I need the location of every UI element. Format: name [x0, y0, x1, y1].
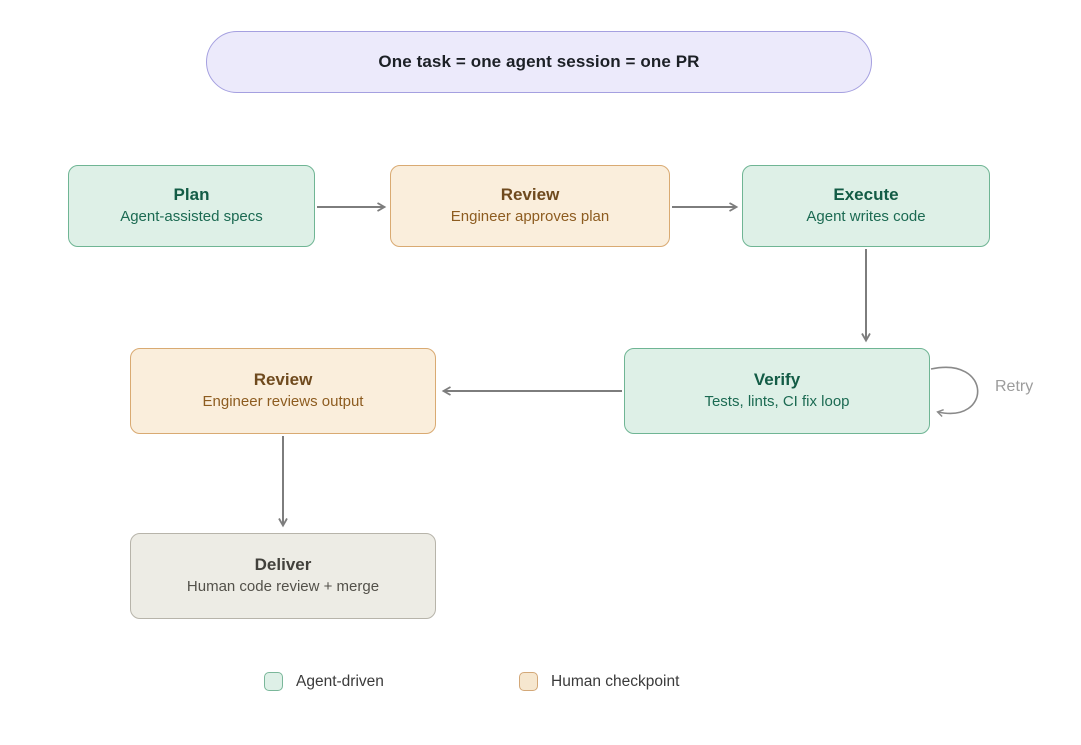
node-title: Review: [500, 185, 560, 205]
flow-node-execute: Execute Agent writes code: [742, 165, 990, 247]
banner-text: One task = one agent session = one PR: [378, 52, 700, 71]
legend-item-agent-driven: Agent-driven: [264, 672, 384, 691]
node-subtitle: Engineer reviews output: [202, 393, 364, 411]
flow-node-review-output: Review Engineer reviews output: [130, 348, 436, 434]
flow-node-deliver: Deliver Human code review + merge: [130, 533, 436, 619]
node-subtitle: Engineer approves plan: [450, 208, 610, 226]
legend-label: Human checkpoint: [551, 672, 680, 690]
node-title: Deliver: [254, 555, 312, 575]
legend-label: Agent-driven: [296, 672, 384, 690]
human-checkpoint-swatch-icon: [519, 672, 538, 691]
flow-node-plan: Plan Agent-assisted specs: [68, 165, 315, 247]
node-title: Execute: [833, 185, 899, 205]
flow-node-verify: Verify Tests, lints, CI fix loop: [624, 348, 930, 434]
node-subtitle: Agent writes code: [806, 208, 926, 226]
legend-item-human-checkpoint: Human checkpoint: [519, 672, 679, 691]
flow-node-review-plan: Review Engineer approves plan: [390, 165, 670, 247]
retry-loop-arrow: [930, 366, 979, 413]
retry-label: Retry: [995, 378, 1033, 395]
node-subtitle: Tests, lints, CI fix loop: [704, 393, 850, 411]
banner-one-task-one-pr: One task = one agent session = one PR: [206, 31, 872, 93]
node-title: Review: [253, 370, 313, 390]
node-title: Verify: [753, 370, 801, 390]
node-subtitle: Agent-assisted specs: [120, 208, 263, 226]
agent-driven-swatch-icon: [264, 672, 283, 691]
node-title: Plan: [173, 185, 210, 205]
node-subtitle: Human code review + merge: [186, 578, 380, 596]
